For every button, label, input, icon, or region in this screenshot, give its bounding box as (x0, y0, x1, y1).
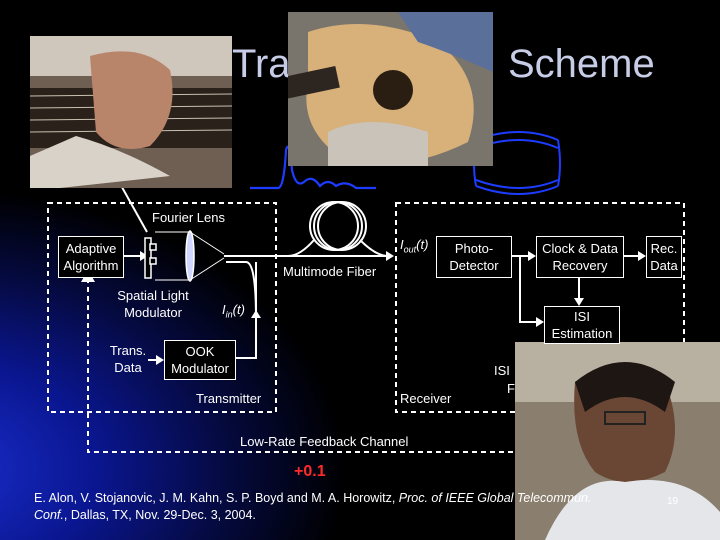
rec-data-box: Rec. Data (646, 236, 682, 278)
reference-citation: E. Alon, V. Stojanovic, J. M. Kahn, S. P… (34, 490, 594, 524)
iin-sub: in (225, 309, 233, 320)
iin-label: Iin(t) (222, 301, 245, 324)
slm-element (144, 237, 157, 279)
ook-modulator-box: OOK Modulator (164, 340, 236, 380)
isi-estimation-box: ISI Estimation (544, 306, 620, 344)
ook-modulator-label: OOK Modulator (171, 344, 229, 376)
guitar-neck-hand-photo (30, 36, 232, 188)
feedback-channel-label: Low-Rate Feedback Channel (240, 434, 409, 449)
isi-estimation-label: ISI Estimation (551, 309, 613, 341)
clock-data-recovery-box: Clock & Data Recovery (536, 236, 624, 278)
feedback-value: +0.1 (294, 463, 326, 480)
iin-base: I (222, 302, 226, 317)
algo-to-slm-arrow-head (140, 251, 148, 261)
acoustic-guitar-photo (288, 12, 493, 166)
title-part-1: Tra (232, 42, 291, 86)
trans-data-label: Trans. Data (109, 343, 147, 375)
iout-arg: (t) (416, 237, 429, 252)
multimode-fiber-label: Multimode Fiber (283, 264, 377, 279)
photodetector-box: Photo-Detector (436, 236, 512, 278)
iout-sub: out (403, 244, 417, 255)
iin-arg: (t) (232, 302, 245, 317)
reference-rest: , Dallas, TX, Nov. 29-Dec. 3, 2004. (63, 508, 256, 522)
rec-data-label: Rec. Data (650, 241, 678, 273)
person-portrait-photo (515, 342, 720, 540)
slide-title: Tra Scheme (232, 42, 655, 87)
iout-base: I (400, 237, 404, 252)
transmitter-dashed-box (47, 202, 277, 413)
reference-venue: Proc. of IEEE Global Telecommun. Conf. (34, 491, 592, 522)
clock-data-recovery-label: Clock & Data Recovery (542, 241, 618, 273)
adaptive-algorithm-label: Adaptive Algorithm (63, 241, 119, 273)
title-part-2: Scheme (508, 42, 655, 86)
fourier-lens (185, 230, 195, 282)
slm-label: Spatial Light Modulator (117, 288, 189, 320)
slide-number: 19 (667, 496, 679, 507)
isi-partial-label-1: ISI (494, 363, 510, 378)
reference-authors: E. Alon, V. Stojanovic, J. M. Kahn, S. P… (34, 491, 399, 505)
iout-label: Iout(t) (400, 236, 428, 259)
receiver-label: Receiver (400, 391, 452, 406)
feedback-channel-line (87, 278, 600, 453)
adaptive-algorithm-box: Adaptive Algorithm (58, 236, 124, 278)
fiber-coil (287, 201, 389, 257)
isi-partial-label-2: F (507, 381, 515, 396)
photodetector-label: Photo-Detector (449, 241, 499, 273)
transmitter-label: Transmitter (196, 391, 262, 406)
fourier-lens-label: Fourier Lens (152, 210, 225, 225)
pulse-waveform (250, 145, 376, 190)
lens-to-photo-arrow (117, 179, 148, 233)
